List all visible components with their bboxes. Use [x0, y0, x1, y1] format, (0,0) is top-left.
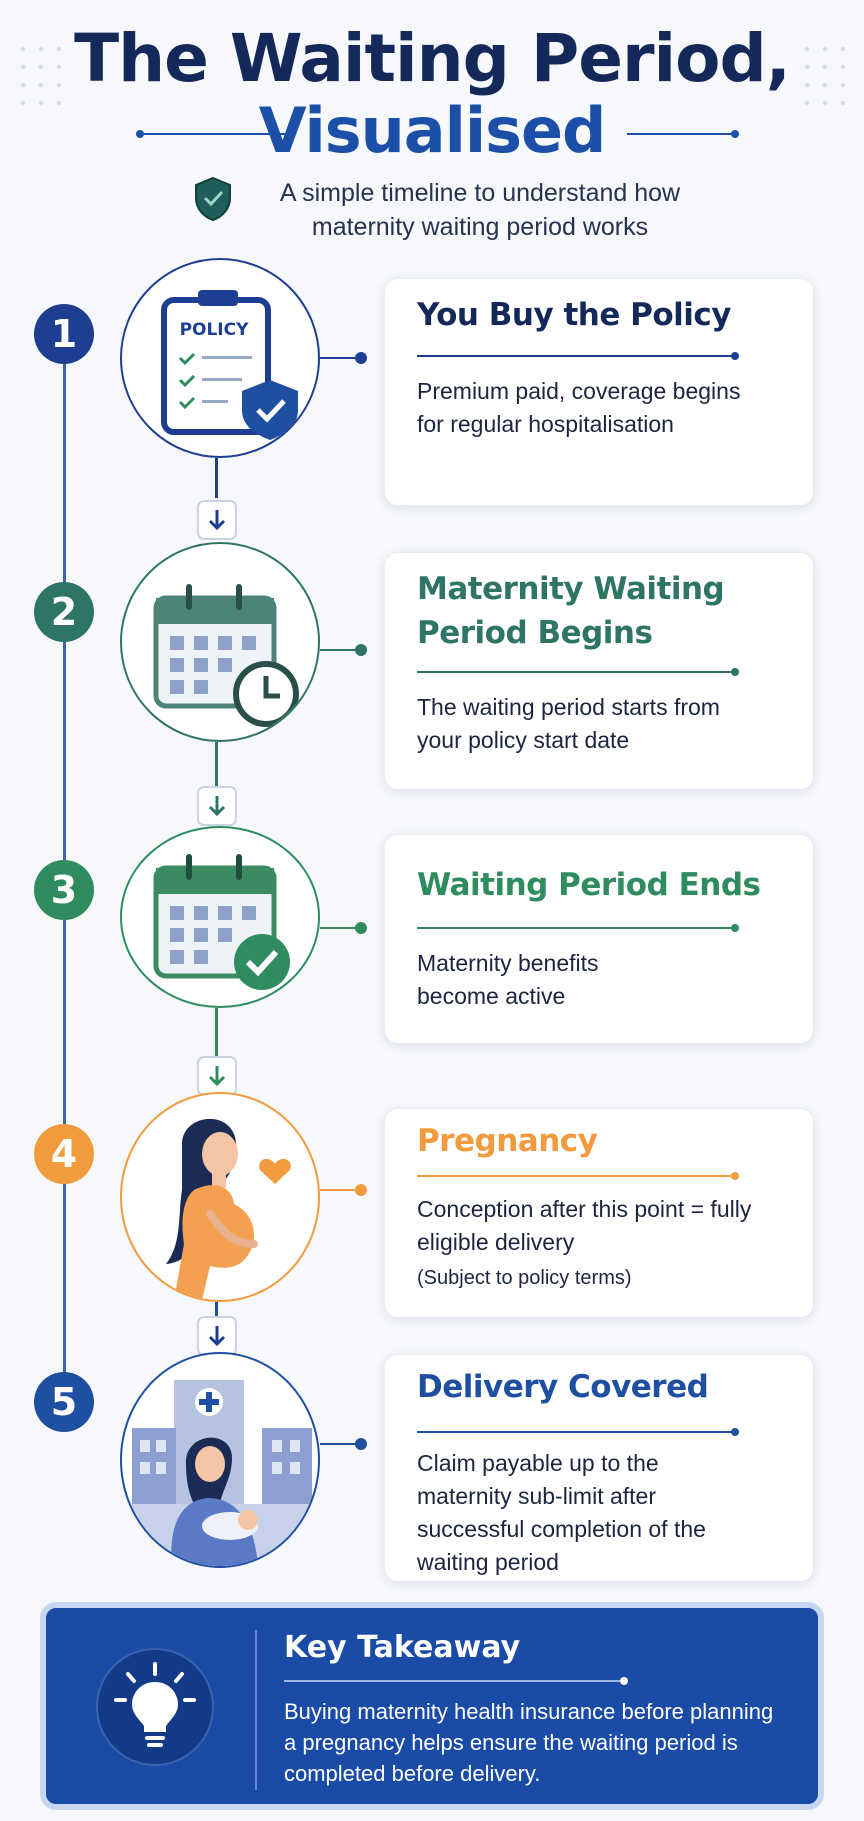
- arrow-down-icon: [197, 500, 237, 540]
- step-3-rule: [417, 924, 739, 932]
- takeaway-text: Buying maternity health insurance before…: [284, 1699, 774, 1786]
- step-3-connector: [320, 922, 367, 934]
- lightbulb-icon: [96, 1648, 214, 1766]
- title-rule-right: [627, 130, 739, 138]
- takeaway-divider: [255, 1630, 257, 1790]
- page-subtitle: A simple timeline to understand how mate…: [279, 179, 681, 241]
- calendar-clock-icon: [153, 584, 299, 727]
- step-3-card: Waiting Period Ends Maternity benefits b…: [384, 834, 814, 1044]
- pregnant-woman-icon: [166, 1118, 291, 1300]
- page-title-line2: Visualised: [258, 94, 607, 167]
- step-4-note: (Subject to policy terms): [417, 1267, 632, 1289]
- step-number-5: 5: [34, 1372, 94, 1432]
- key-takeaway-box: Key Takeaway Buying maternity health ins…: [40, 1602, 824, 1810]
- calendar-check-icon: [153, 854, 290, 990]
- step-number-1: 1: [34, 304, 94, 364]
- takeaway-rule: [284, 1677, 628, 1685]
- step-5-connector: [320, 1438, 367, 1450]
- step-2-card: Maternity Waiting Period Begins The wait…: [384, 552, 814, 790]
- step-4-connector: [320, 1184, 367, 1196]
- step-1-card: You Buy the Policy Premium paid, coverag…: [384, 278, 814, 506]
- step-4-text: Conception after this point = fully elig…: [417, 1196, 752, 1255]
- page-title-line1: The Waiting Period,: [74, 20, 791, 97]
- step-5-rule: [417, 1428, 739, 1436]
- step-2-text: The waiting period starts from your poli…: [417, 694, 720, 753]
- step-5-card: Delivery Covered Claim payable up to the…: [384, 1354, 814, 1582]
- step-2-icon-circle: [120, 542, 320, 742]
- step-1-title: You Buy the Policy: [417, 297, 732, 333]
- step-number-4: 4: [34, 1124, 94, 1184]
- arrow-down-icon: [197, 1056, 237, 1096]
- policy-label: POLICY: [180, 320, 250, 340]
- step-number-3: 3: [34, 860, 94, 920]
- step-3-text: Maternity benefits become active: [417, 950, 599, 1009]
- step-1-2-link: [215, 458, 218, 498]
- title-rule-left: [136, 130, 290, 138]
- step-4-title: Pregnancy: [417, 1123, 598, 1159]
- step-2-connector: [320, 644, 367, 656]
- step-3-title: Waiting Period Ends: [417, 867, 761, 903]
- step-4-5-link: [215, 1302, 218, 1316]
- step-1-icon-circle: POLICY: [120, 258, 320, 458]
- step-2-3-link: [215, 742, 218, 786]
- arrow-down-icon: [197, 786, 237, 826]
- step-1-text: Premium paid, coverage begins for regula…: [417, 378, 741, 437]
- step-5-icon-circle: [120, 1352, 320, 1568]
- step-2-title: Maternity Waiting Period Begins: [417, 571, 725, 651]
- decorative-dots-left: [14, 40, 66, 112]
- step-1-rule: [417, 352, 739, 360]
- policy-document-shield-icon: POLICY: [161, 290, 298, 440]
- step-4-icon-circle: [120, 1092, 320, 1302]
- arrow-down-icon: [197, 1316, 237, 1356]
- step-4-card: Pregnancy Conception after this point = …: [384, 1108, 814, 1318]
- step-5-title: Delivery Covered: [417, 1369, 709, 1405]
- takeaway-title: Key Takeaway: [284, 1630, 521, 1665]
- step-number-2: 2: [34, 582, 94, 642]
- step-3-4-link: [215, 1008, 218, 1056]
- decorative-dots-right: [798, 40, 850, 112]
- step-1-connector: [320, 352, 367, 364]
- shield-icon: [195, 176, 231, 222]
- step-5-text: Claim payable up to the maternity sub-li…: [417, 1450, 706, 1575]
- step-3-icon-circle: [120, 826, 320, 1008]
- hospital-mother-baby-icon: [132, 1380, 312, 1566]
- step-4-rule: [417, 1172, 739, 1180]
- step-2-rule: [417, 668, 739, 676]
